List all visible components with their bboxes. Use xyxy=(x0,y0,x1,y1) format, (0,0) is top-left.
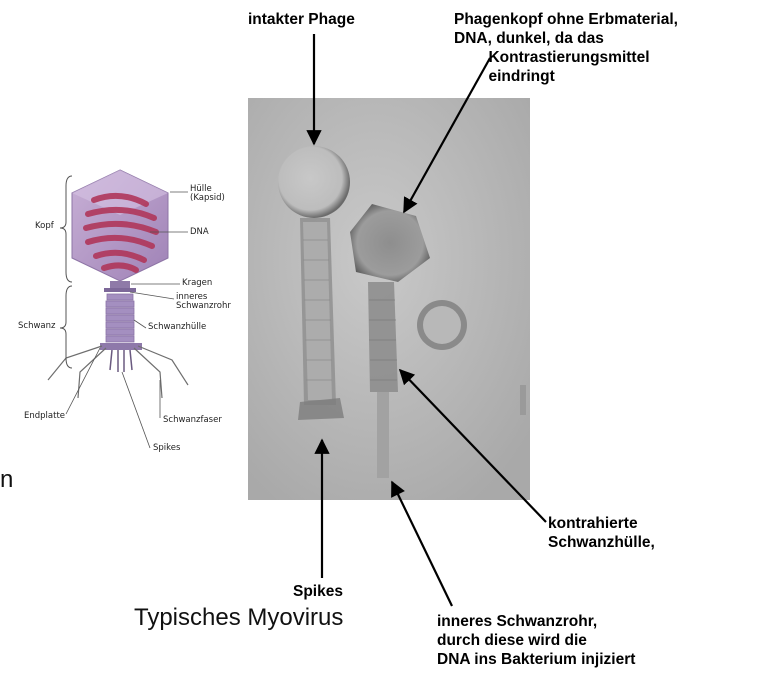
label-schwanz: Schwanz xyxy=(18,322,55,331)
label-kragen: Kragen xyxy=(182,279,212,288)
cropped-text-fragment: n xyxy=(0,466,13,494)
label-huelle: Hülle (Kapsid) xyxy=(190,185,225,203)
label-schwanzfaser: Schwanzfaser xyxy=(163,416,222,425)
figure-caption: Typisches Myovirus xyxy=(134,604,343,632)
annotation-kontrahierte-schwanzhuelle: kontrahierte Schwanzhülle, xyxy=(548,514,655,552)
label-dna: DNA xyxy=(190,228,209,237)
label-endplatte: Endplatte xyxy=(24,412,65,421)
label-schwanzhuelle: Schwanzhülle xyxy=(148,323,206,332)
annotation-spikes: Spikes xyxy=(293,582,343,601)
annotation-inneres-schwanzrohr: inneres Schwanzrohr, durch diese wird di… xyxy=(437,612,635,669)
label-kopf: Kopf xyxy=(35,222,54,231)
label-spikes-schematic: Spikes xyxy=(153,444,180,453)
annotation-phagenkopf: Phagenkopf ohne Erbmaterial, DNA, dunkel… xyxy=(454,10,678,86)
label-inneres-schwanzrohr: inneres Schwanzrohr xyxy=(176,293,231,311)
phage-schematic xyxy=(48,170,188,448)
electron-micrograph xyxy=(248,98,530,500)
annotation-intakter-phage: intakter Phage xyxy=(248,10,355,29)
